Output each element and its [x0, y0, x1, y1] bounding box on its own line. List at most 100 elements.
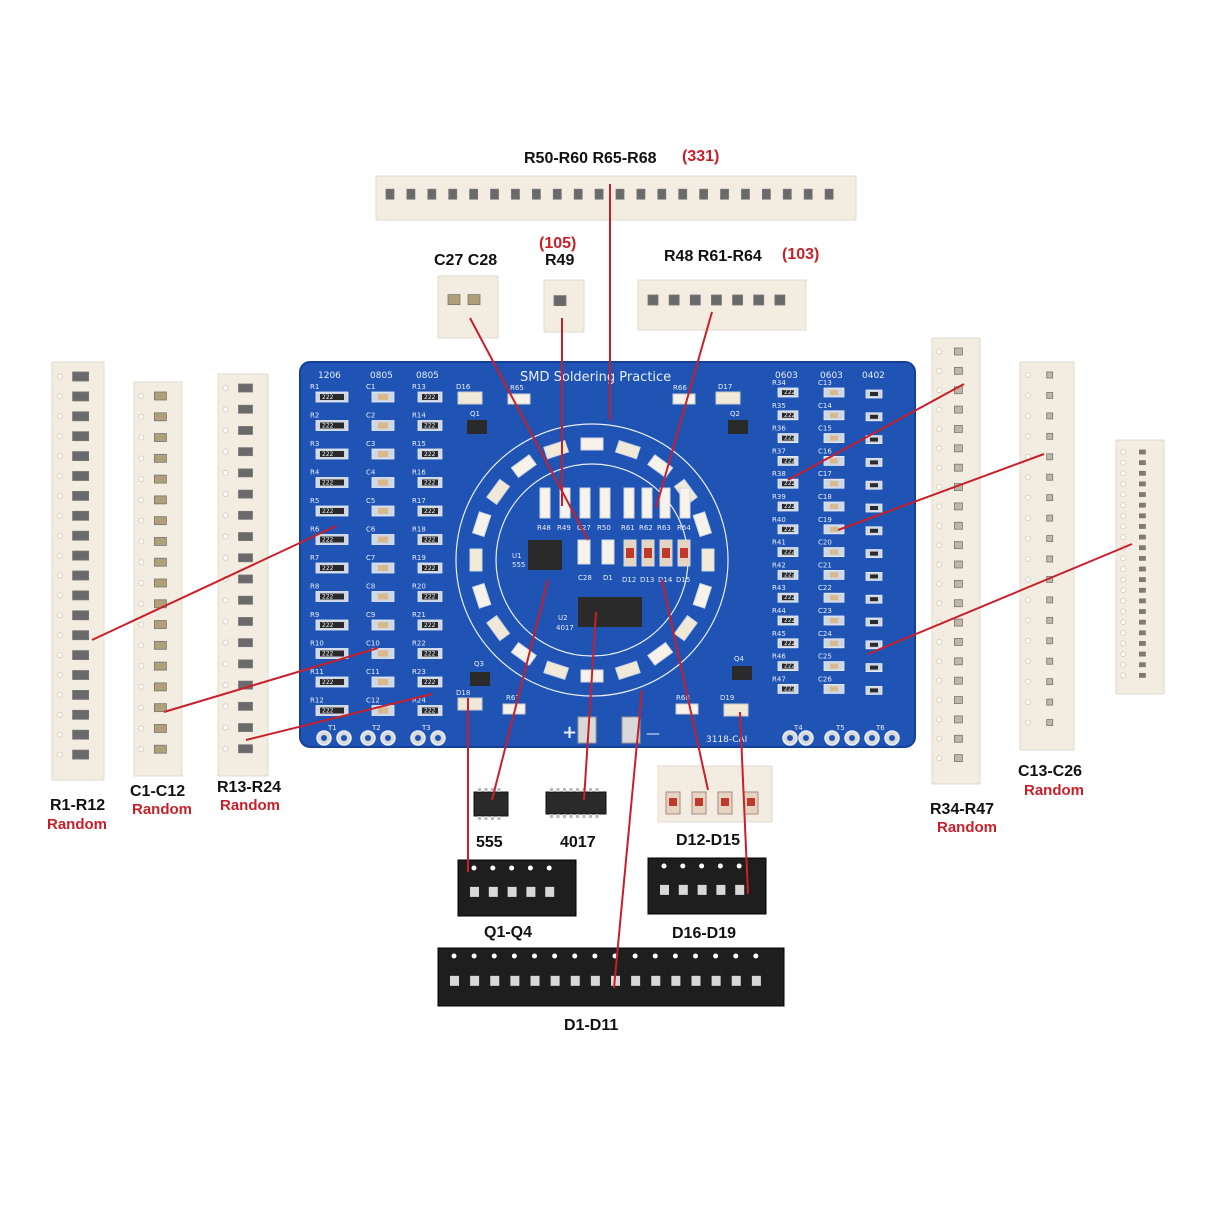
tape-r1-r12-part: [72, 690, 89, 700]
center-part: [679, 487, 691, 519]
svg-text:Q3: Q3: [474, 660, 484, 668]
ring-pad: [471, 511, 492, 538]
r13-r24-ref: R21: [412, 611, 426, 619]
r1-r12-ref: R8: [310, 583, 319, 591]
board-code: 3118-CAI: [706, 735, 747, 745]
tape-c1-c12-part: [153, 453, 167, 463]
c13-c26-body: [830, 595, 838, 601]
pad-0402-body: [870, 437, 878, 442]
r1-r12-ref: R7: [310, 554, 319, 562]
outer-ring: [455, 423, 729, 697]
r34-r47-ref: R39: [772, 493, 786, 501]
svg-text:D18: D18: [456, 689, 470, 697]
tape-r13-r24-part: [238, 553, 253, 563]
tape-r1-r12-part: [72, 371, 89, 382]
tape-r48-r64-part: [668, 294, 680, 306]
tape-0402-part: [1139, 641, 1146, 646]
ring-pad: [471, 582, 492, 609]
tape-r34-r47-part: [954, 638, 963, 646]
pad-0402-body: [870, 665, 878, 670]
tape-c13-c26-part: [1046, 698, 1054, 706]
c1-c12-body: [378, 679, 388, 685]
tape-0402-sprocket: [1120, 661, 1127, 668]
svg-text:Q4: Q4: [734, 655, 745, 663]
tape-d16-d19-pocket: [660, 884, 669, 895]
r34-r47-body: [782, 458, 794, 464]
tape-r1-r12-part: [72, 749, 89, 760]
r1-r12-body: [320, 593, 344, 600]
svg-text:Q2: Q2: [730, 410, 740, 418]
tape-c13-c26-sprocket: [1025, 637, 1032, 644]
chip-555-pin: [497, 788, 501, 792]
tape-r34-r47-sprocket: [936, 484, 943, 491]
tape-q1-q4-pocket: [545, 886, 555, 897]
tape-0402-sprocket: [1120, 459, 1127, 466]
tape-d16-d19-pocket: [716, 884, 726, 895]
ic-u2-4017: U2 4017: [556, 597, 642, 632]
tape-r34-r47-sprocket: [936, 716, 943, 723]
capacitor-column-c13-c26: C13C14C15C16C17C18C19C20C21C22C23C24C25C…: [818, 379, 845, 694]
c1-c12-ref: C3: [366, 440, 375, 448]
tape-0402-part: [1139, 460, 1146, 466]
r34-r47-body: [782, 618, 794, 623]
tape-r34-r47-part: [954, 696, 963, 704]
tape-r1-r12-sprocket: [56, 652, 63, 659]
tape-c13-c26-part: [1046, 555, 1054, 563]
tape-d1-d11-pocket: [550, 975, 560, 986]
component-tapes: [51, 175, 1165, 1007]
tape-0402-sprocket: [1120, 470, 1127, 477]
pad-0402-body: [870, 620, 878, 624]
u2-value: 4017: [556, 624, 574, 632]
tape-d1-d11-sprocket: [652, 953, 658, 959]
tape-0402-sprocket: [1120, 512, 1127, 519]
chip-4017-pin: [595, 814, 599, 818]
r1-r12-body: [320, 508, 344, 514]
tape-r34-r47-sprocket: [936, 638, 943, 645]
r34-r47-body: [782, 549, 794, 555]
tape-r1-r12-part: [72, 490, 89, 501]
tape-c13-c26-sprocket: [1025, 474, 1032, 481]
tape-r34-r47-part: [954, 405, 963, 414]
tape-c13-c26-sprocket: [1025, 392, 1032, 399]
c13-c26-ref: C17: [818, 470, 832, 478]
tape-r34-r47-part: [954, 676, 963, 685]
tape-0402-part: [1139, 524, 1146, 529]
center-part-ref: C27: [577, 524, 591, 532]
tape-r1-r12-sprocket: [56, 592, 63, 599]
chip-4017-pin: [582, 814, 586, 818]
tape-r13-r24-sprocket: [222, 618, 229, 625]
r1-r12-ref: R5: [310, 497, 319, 505]
r34-r47-marking: 222: [784, 457, 796, 464]
r13-r24-marking: 222: [424, 508, 436, 515]
r1-r12-marking: 222: [322, 594, 334, 601]
tape-c1-c12-part: [153, 578, 167, 588]
tape-c13-c26-part: [1046, 412, 1054, 420]
pad-0402-body: [870, 460, 878, 465]
tape-c13-c26-part: [1046, 453, 1054, 461]
tape-c1-c12-part: [153, 516, 167, 526]
r1-r12-marking: 222: [322, 394, 334, 401]
tape-c1-c12-part: [153, 744, 167, 754]
chip-4017-pin: [589, 814, 592, 818]
tape-c1-c12-sprocket: [138, 725, 145, 732]
tape-d1-d11-sprocket: [491, 953, 497, 959]
pointer-line: [655, 311, 713, 509]
tape-r34-r47-sprocket: [936, 542, 943, 549]
r13-r24-marking: 222: [424, 451, 436, 458]
tape-r34-r47-sprocket: [936, 503, 943, 510]
tape-0402-sprocket: [1120, 587, 1127, 594]
tape-r48-r64-part: [732, 294, 743, 306]
tape-c1-c12-sprocket: [138, 517, 145, 524]
r13-r24-marking: 222: [424, 622, 436, 629]
tape-r34-r47-part: [954, 734, 963, 743]
svg-text:Q1: Q1: [470, 410, 480, 418]
r34-r47-marking: 222: [784, 685, 796, 692]
tape-r13-r24-part: [238, 489, 253, 499]
r1-r12-marking: 222: [322, 451, 334, 458]
pad-0402-body: [870, 642, 878, 647]
tape-r34-r47-sprocket: [936, 561, 943, 568]
r34-r47-ref: R44: [772, 607, 786, 615]
pointer-line: [837, 453, 1045, 531]
tape-r1-r12-sprocket: [56, 612, 63, 619]
